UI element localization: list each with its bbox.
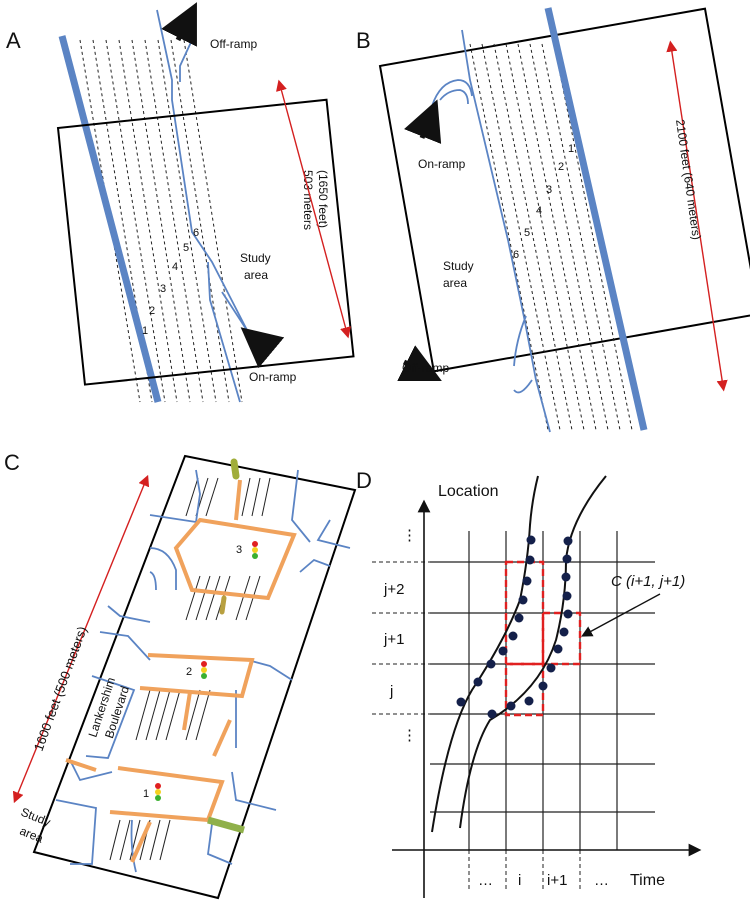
- panel-a-lane-2: 2: [149, 305, 155, 317]
- panel-c-green-marker-top: [230, 458, 240, 480]
- panel-b-on-ramp-outer: [431, 79, 473, 107]
- panel-b-study-label-2: area: [443, 276, 467, 290]
- panel-d-trajectory-2: [459, 475, 607, 829]
- panel-b-lane-2: 2: [558, 161, 564, 173]
- panel-d-cell-pointer: [581, 593, 661, 637]
- panel-d-row-j1: j+1: [383, 631, 404, 648]
- panel-c-green-marker-bottom: [207, 816, 245, 834]
- panel-a-median-barrier: [58, 35, 162, 403]
- panel-c-length-text: 1600 feet (500 meters): [31, 624, 90, 753]
- panel-d-row-ellipsis-top: ⋮: [402, 527, 417, 544]
- panel-c-study-line-2: area: [18, 824, 46, 846]
- panel-b-lane-6: 6: [513, 249, 519, 261]
- panel-c-intersection-3: 3: [236, 544, 242, 556]
- panel-d-col-i1: i+1: [547, 872, 567, 889]
- panel-a-lane-3: 3: [160, 283, 166, 295]
- panel-a-on-ramp-gore: [207, 261, 241, 403]
- panel-d-row-ellipsis-bottom: ⋮: [402, 727, 417, 744]
- panel-a-study-frame: [56, 98, 355, 386]
- panel-b-length-text: 2100 feet (640 meters): [673, 118, 704, 240]
- panel-a-on-ramp-arrow: [240, 327, 285, 369]
- panel-c-length-arrow: [12, 474, 150, 804]
- panel-d-x-axis-label: Time: [630, 872, 665, 889]
- panel-d-cell-label: C (i+1, j+1): [611, 573, 685, 590]
- panel-b-on-ramp-inner: [439, 89, 469, 105]
- panel-c-signal-3: 3: [236, 541, 258, 559]
- panel-a-length-arrow: [276, 79, 351, 339]
- panel-d-row-j: j: [389, 683, 393, 700]
- panel-a-lane-4: 4: [172, 261, 178, 273]
- panel-a: A Off-ramp On-ramp Study area 503 meters…: [6, 2, 355, 403]
- panel-a-lane-1: 1: [142, 325, 148, 337]
- panel-a-off-ramp-arrow: [161, 2, 197, 47]
- panel-b-off-ramp: [513, 379, 533, 394]
- panel-c-letter: C: [4, 450, 20, 475]
- panel-b-study-label-1: Study: [443, 259, 474, 273]
- panel-a-lane-6: 6: [193, 227, 199, 239]
- panel-b-study-frame: [378, 7, 750, 373]
- panel-d-y-axis-label: Location: [438, 483, 499, 500]
- panel-d-col-ellipsis-right: …: [594, 872, 609, 889]
- panel-b-length-arrow: [666, 40, 728, 392]
- panel-d: D Location Time: [356, 468, 702, 898]
- panel-a-on-ramp-label: On-ramp: [249, 370, 297, 384]
- panel-d-trajectory-1-points: [456, 535, 536, 707]
- panel-b-ramp-edge: [461, 29, 551, 433]
- panel-b-lane-4: 4: [536, 205, 542, 217]
- panel-d-col-i: i: [518, 872, 521, 889]
- panel-a-lane-5: 5: [183, 242, 189, 254]
- panel-b-off-ramp-arrow: [397, 345, 442, 381]
- panel-c-intersection-1: 1: [143, 788, 149, 800]
- panel-c-length-label: 1600 feet (500 meters): [31, 624, 90, 753]
- panel-c-median-island: [219, 595, 227, 615]
- panel-c-signal-2: 2: [186, 661, 207, 679]
- panel-d-letter: D: [356, 468, 372, 493]
- panel-a-ramp-edge: [156, 9, 249, 333]
- panel-b: B On-ramp Off-ramp Study area 2100 feet …: [356, 7, 750, 433]
- panel-c-study-label: Study area: [18, 805, 53, 846]
- panel-d-trajectory-2-points: [487, 536, 573, 719]
- panel-a-lanes: [79, 39, 243, 403]
- panel-a-study-label-1: Study: [240, 251, 271, 265]
- panel-c-signal-1: 1: [143, 783, 161, 801]
- panel-b-on-ramp-arrow: [404, 99, 442, 144]
- panel-b-letter: B: [356, 28, 371, 53]
- panel-a-off-ramp: [179, 39, 193, 82]
- panel-b-on-ramp-label: On-ramp: [418, 157, 466, 171]
- panel-a-off-ramp-label: Off-ramp: [210, 37, 257, 51]
- panel-a-study-label-2: area: [244, 268, 268, 282]
- panel-b-lanes: [469, 43, 633, 431]
- panel-d-trajectory-1: [431, 475, 539, 833]
- panel-b-off-ramp-label: Off-ramp: [402, 361, 449, 375]
- panel-c-stop-bars: [65, 479, 297, 863]
- panel-c: C: [4, 450, 357, 900]
- panel-a-letter: A: [6, 28, 21, 53]
- panel-b-lane-1: 1: [568, 143, 574, 155]
- panel-b-lane-3: 3: [546, 184, 552, 196]
- panel-d-row-j2: j+2: [383, 581, 404, 598]
- panel-b-lane-5: 5: [524, 227, 530, 239]
- panel-a-on-ramp: [221, 291, 253, 339]
- panel-c-intersection-2: 2: [186, 666, 192, 678]
- panel-b-off-ramp-gore: [513, 315, 527, 367]
- panel-b-median-barrier: [544, 7, 648, 431]
- panel-b-length-label: 2100 feet (640 meters): [673, 118, 704, 240]
- panel-a-length-line-2: (1650 feet): [316, 170, 330, 228]
- panel-a-length-line-1: 503 meters: [301, 170, 315, 230]
- panel-d-col-ellipsis-left: …: [478, 872, 493, 889]
